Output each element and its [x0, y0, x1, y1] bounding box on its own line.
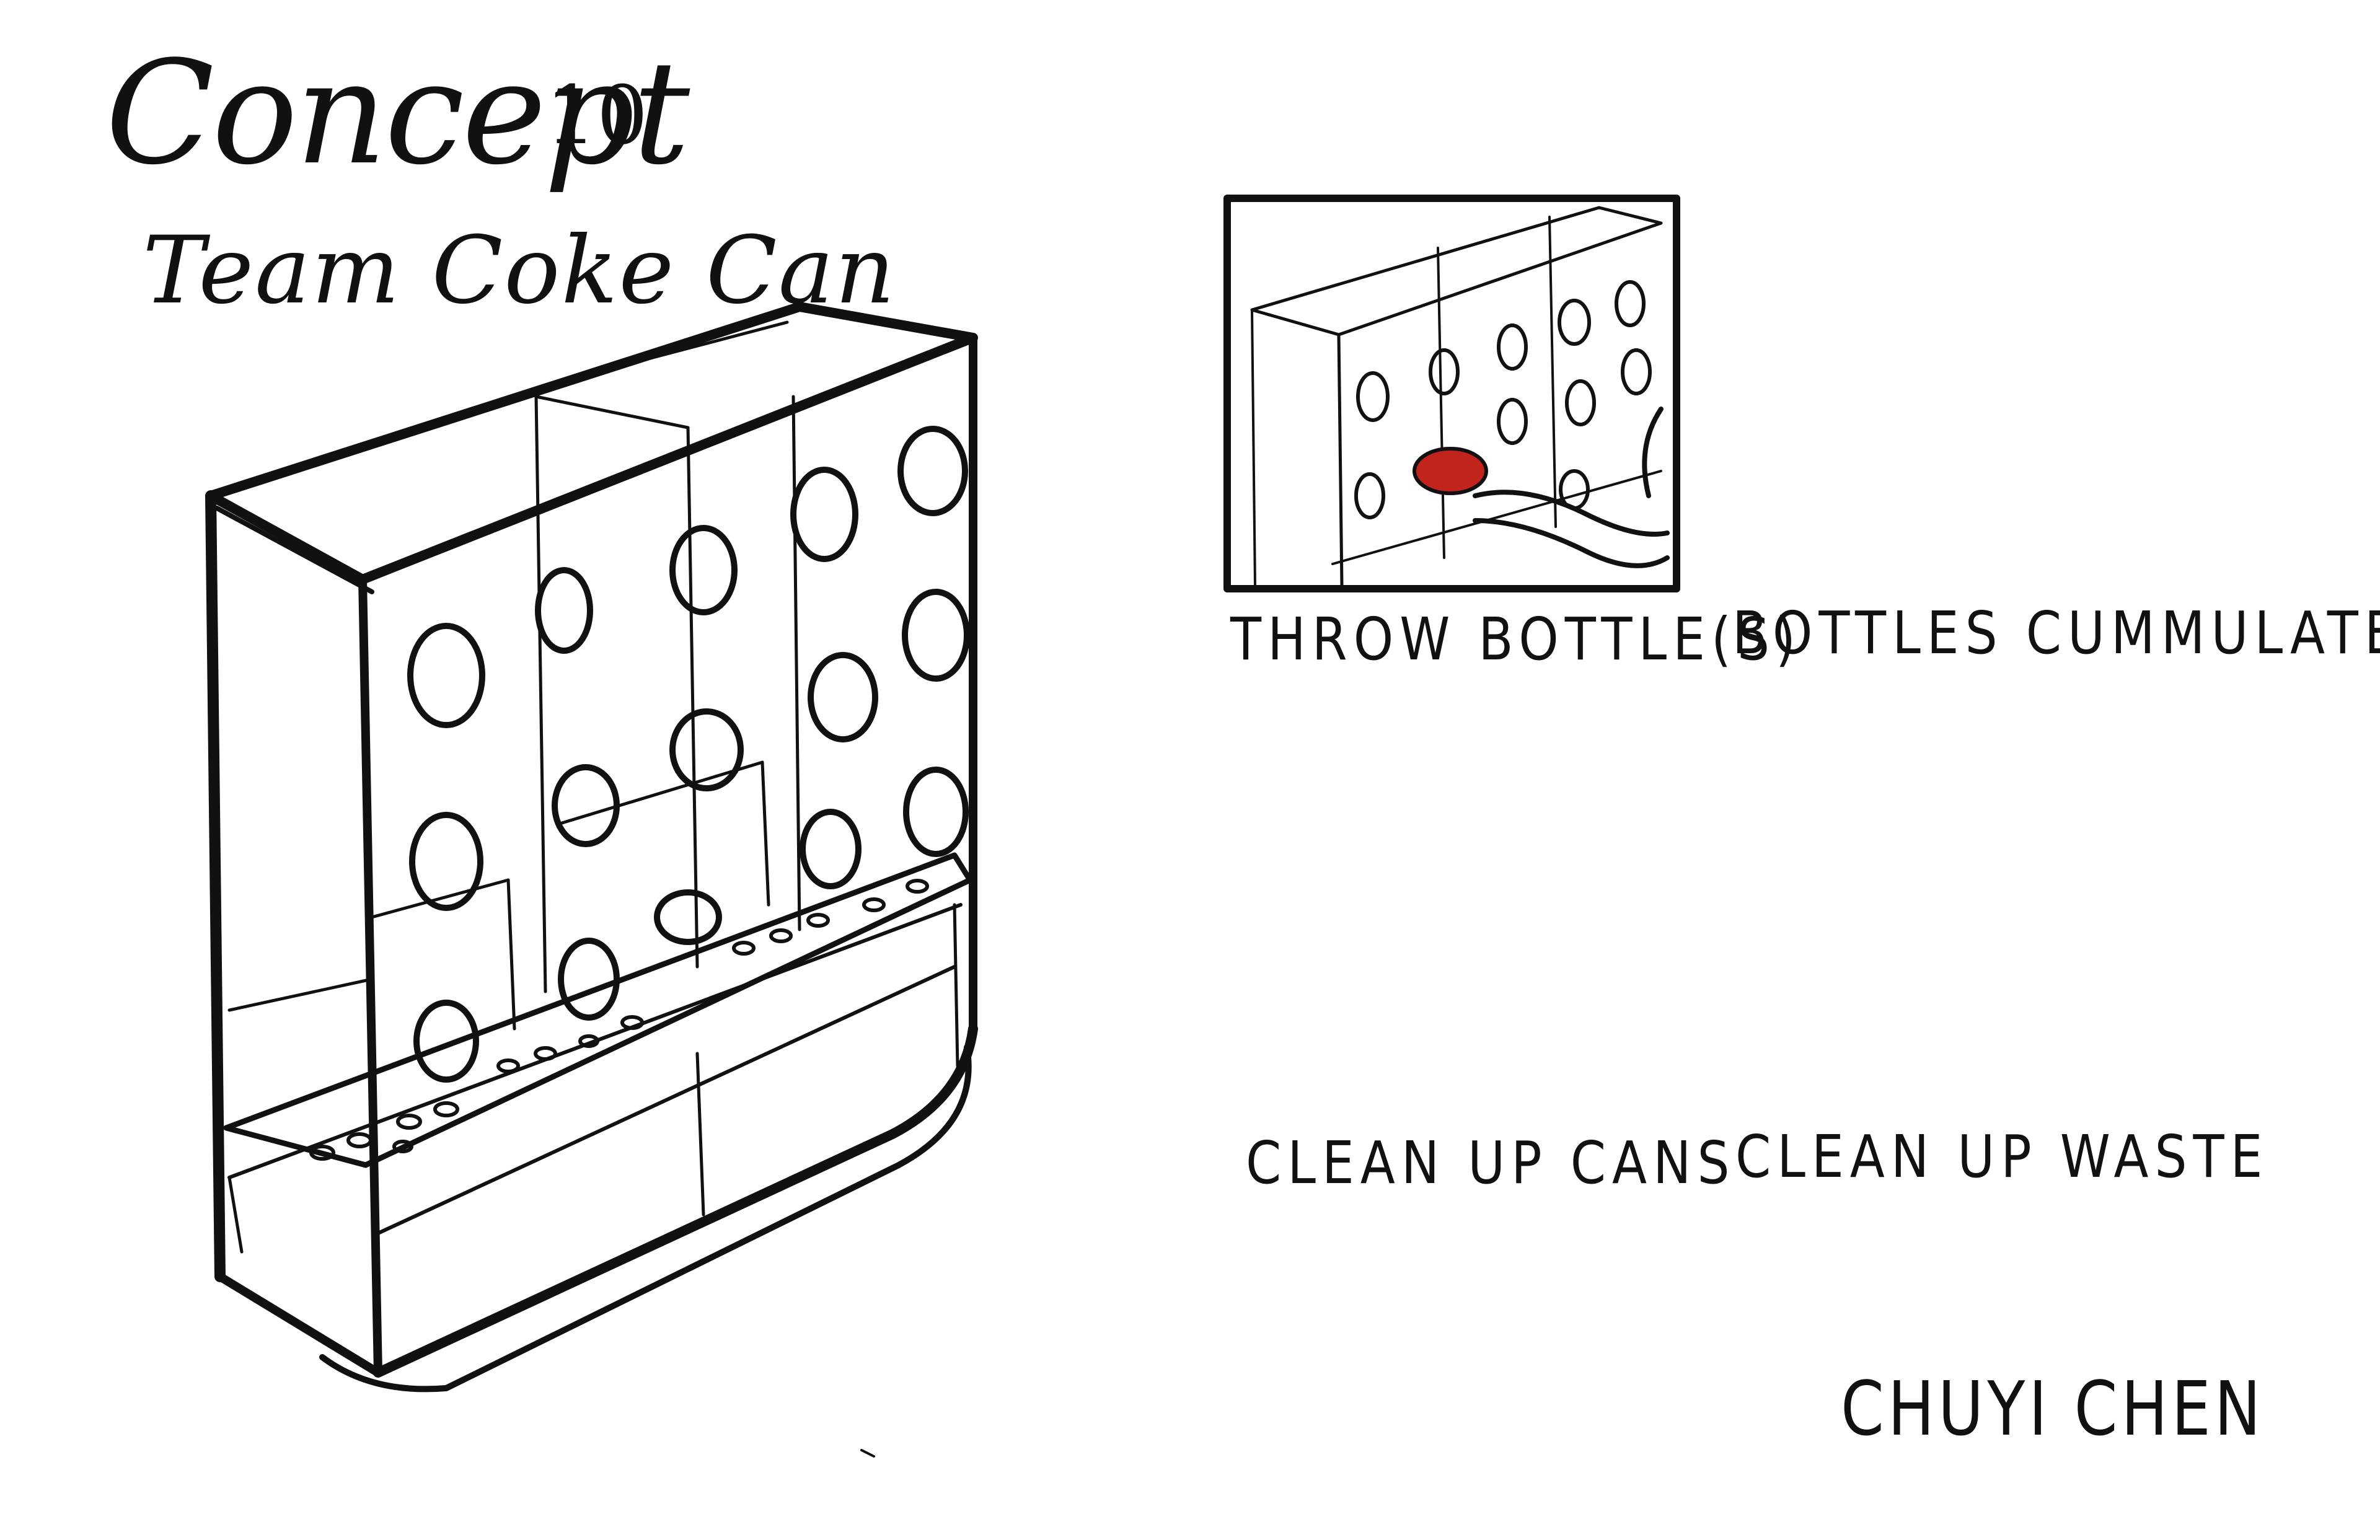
caption-clean-up-waste: CLEAN UP WASTE [1735, 1123, 2269, 1192]
author-signature: CHUYI CHEN [1841, 1365, 2265, 1453]
caption-bottles-cummulate: BOTTLES CUMMULATE [1732, 599, 2380, 668]
caption-clean-up-cans: CLEAN UP CANS [1246, 1129, 1736, 1198]
main-bin-sketch [205, 302, 978, 1458]
concept-number: 10 [545, 68, 648, 162]
sketch-subtitle: Team Coke Can [143, 217, 896, 325]
caption-throw-bottles: THROW BOTTLE(S) [1230, 605, 1802, 674]
storyboard-frame-throw-bottles [1223, 195, 1680, 592]
sketch-title: Concept [105, 31, 690, 196]
red-can-icon [1413, 447, 1488, 495]
